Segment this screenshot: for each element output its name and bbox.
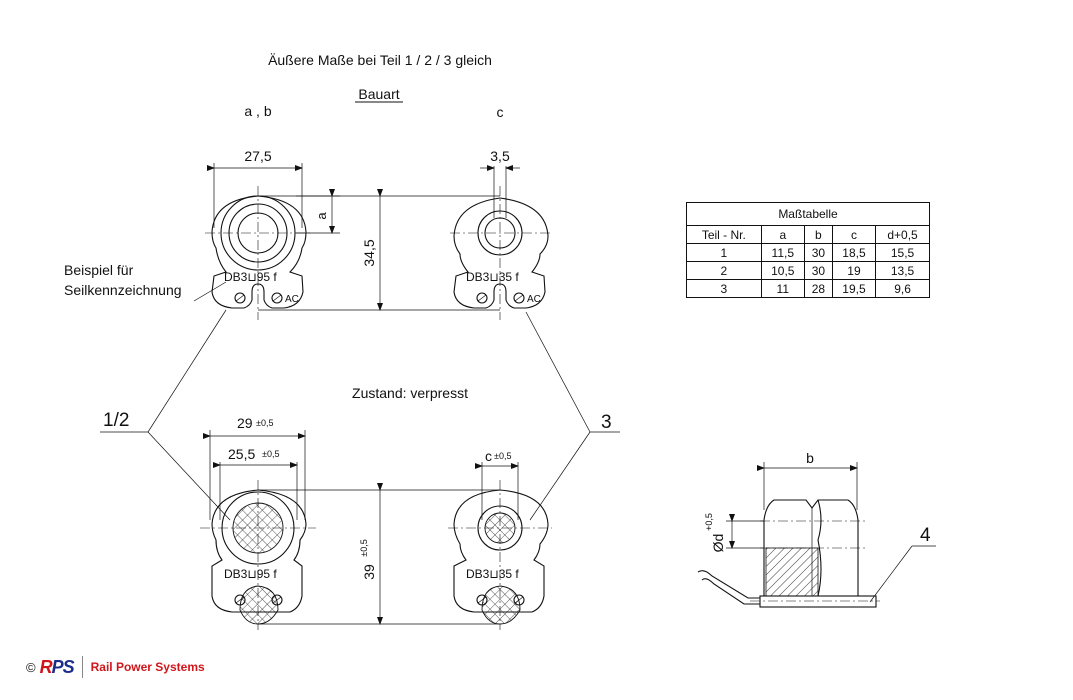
mass-table-cell: 3 — [686, 279, 762, 298]
marking-c-top: DB3⊔35 f — [466, 270, 519, 284]
dim-39-tol: ±0,5 — [359, 539, 369, 556]
example-note-line2: Seilkennzeichnung — [64, 282, 182, 298]
mass-table-header: d+0,5 — [875, 225, 930, 244]
marking-c-bottom: DB3⊔35 f — [466, 567, 519, 581]
dim-d: Ød — [710, 534, 726, 553]
dim-27-5: 27,5 — [244, 148, 271, 164]
ac-mark-top-right: AC — [527, 294, 541, 305]
mass-table-header: Teil - Nr. — [686, 225, 762, 244]
terminal-bottom-c: DB3⊔35 f — [448, 480, 552, 630]
footer: © RPS Rail Power Systems — [26, 655, 205, 679]
dim-c-tol: ±0,5 — [494, 451, 511, 461]
rps-logo: RPS — [39, 656, 75, 678]
mass-table-cell: 30 — [803, 261, 833, 280]
mass-table: Maßtabelle Teil - Nr. a b c d+0,5 1 11,5… — [686, 202, 930, 298]
mass-table-header: b — [803, 225, 833, 244]
mass-table-row: 2 10,5 30 19 13,5 — [686, 261, 930, 280]
mass-table-cell: 19,5 — [831, 279, 877, 298]
dim-29-tol: ±0,5 — [256, 418, 273, 428]
copyright-symbol: © — [26, 659, 36, 675]
leader-3-top — [525, 311, 591, 433]
mass-table-cell: 2 — [686, 261, 762, 280]
terminal-top-ab: DB3⊔95 f AC — [205, 186, 311, 320]
mass-table-row: 3 11 28 19,5 9,6 — [686, 279, 930, 298]
mass-table-cell: 18,5 — [831, 243, 877, 262]
dim-a: a — [314, 212, 329, 220]
rps-logo-r: R — [39, 656, 53, 677]
example-note-line1: Beispiel für — [64, 262, 134, 278]
part-label-3: 3 — [601, 412, 612, 433]
company-name: Rail Power Systems — [90, 660, 205, 674]
mass-table-cell: 13,5 — [875, 261, 930, 280]
drawing-title: Äußere Maße bei Teil 1 / 2 / 3 gleich — [268, 52, 492, 68]
mass-table-cell: 9,6 — [875, 279, 930, 298]
mass-table-cell: 30 — [803, 243, 833, 262]
example-leader — [193, 281, 227, 302]
marking-ab-bottom: DB3⊔95 f — [224, 567, 277, 581]
part-label-4: 4 — [920, 525, 931, 546]
mass-table-title: Maßtabelle — [686, 202, 930, 226]
side-view: b Ød +0,5 4 — [697, 450, 936, 608]
mass-table-header-row: Teil - Nr. a b c d+0,5 — [686, 225, 930, 244]
ac-mark-top-left: AC — [285, 294, 299, 305]
marking-ab-top: DB3⊔95 f — [224, 270, 277, 284]
variant-c-label: c — [497, 104, 504, 120]
mass-table-cell: 19 — [831, 261, 877, 280]
footer-divider — [81, 656, 83, 678]
part-label-12: 1/2 — [103, 410, 129, 431]
dim-c: c — [485, 448, 492, 464]
leader-12-bottom — [147, 431, 231, 521]
mass-table-cell: 10,5 — [760, 261, 805, 280]
dim-d-tol: +0,5 — [704, 513, 714, 531]
variant-ab-label: a , b — [244, 103, 271, 119]
mass-table-row: 1 11,5 30 18,5 15,5 — [686, 243, 930, 262]
bauart-label: Bauart — [358, 86, 399, 102]
terminal-bottom-ab: DB3⊔95 f — [200, 480, 316, 630]
mass-table-cell: 11 — [760, 279, 805, 298]
dim-29: 29 — [237, 415, 253, 431]
mass-table-cell: 28 — [803, 279, 833, 298]
rps-logo-ps: PS — [51, 656, 75, 677]
dim-39: 39 — [361, 564, 377, 580]
mass-table-cell: 1 — [686, 243, 762, 262]
state-label: Zustand: verpresst — [352, 385, 468, 401]
leader-12-top — [147, 309, 227, 433]
mass-table-header: c — [831, 225, 877, 244]
mass-table-cell: 15,5 — [875, 243, 930, 262]
mass-table-cell: 11,5 — [760, 243, 805, 262]
terminal-top-c: DB3⊔35 f AC — [450, 166, 552, 320]
dim-34-5: 34,5 — [361, 239, 377, 266]
leader-3-bottom — [529, 431, 591, 521]
dim-3-5: 3,5 — [490, 148, 510, 164]
dim-25-5-tol: ±0,5 — [262, 449, 279, 459]
dim-b: b — [806, 450, 814, 466]
leader-4 — [869, 545, 913, 603]
dim-25-5: 25,5 — [228, 446, 255, 462]
mass-table-header: a — [760, 225, 805, 244]
